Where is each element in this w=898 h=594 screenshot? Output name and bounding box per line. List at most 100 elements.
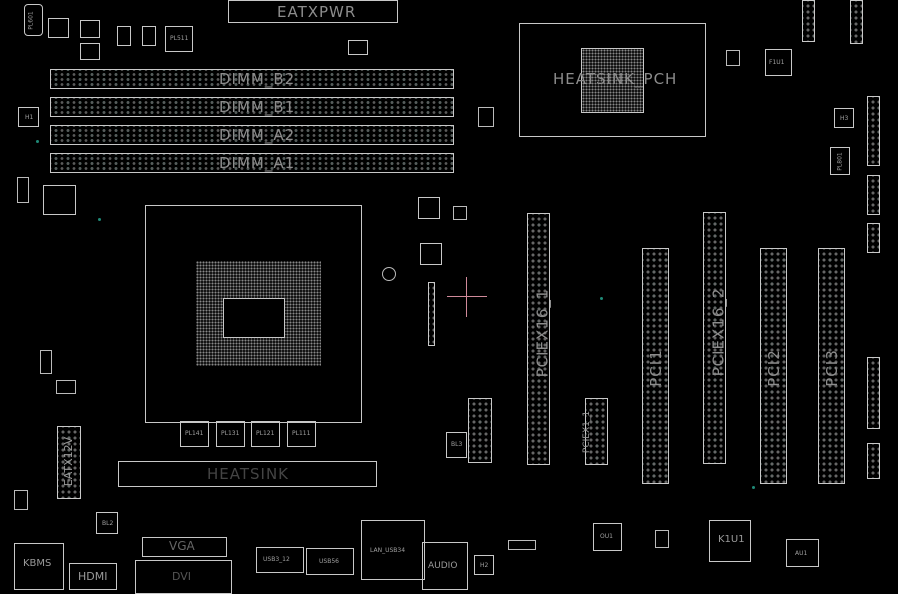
- smd-part[interactable]: [17, 177, 29, 203]
- au1-label: AU1: [795, 550, 808, 557]
- pch-heatsink-label: HEATSINK_PCH: [553, 70, 678, 88]
- pl131-label: PL131: [221, 430, 240, 437]
- header[interactable]: [867, 357, 880, 429]
- hdmi-port[interactable]: HDMI: [69, 563, 117, 590]
- slot-pciex16-1[interactable]: PCIEX16_1: [527, 213, 551, 465]
- dvi-port[interactable]: DVI: [135, 560, 232, 594]
- chip-f1u1[interactable]: F1U1: [765, 49, 792, 76]
- capacitor[interactable]: [48, 18, 69, 38]
- inductor-pl601[interactable]: PL601: [24, 4, 43, 36]
- pl121-label: PL121: [256, 430, 275, 437]
- smd-part[interactable]: [14, 490, 28, 510]
- chip[interactable]: [420, 243, 442, 265]
- chip-h1[interactable]: H1: [18, 107, 39, 127]
- vga-label: VGA: [169, 539, 195, 553]
- dimm-slot-b1[interactable]: DIMM_B1: [50, 97, 454, 117]
- slot-pciex1-1[interactable]: PCIEX1_1: [582, 398, 608, 465]
- eatx12v-label: EATX12V: [62, 436, 76, 487]
- slot-label: PCIEX1_1: [582, 410, 593, 454]
- inductor-pl111[interactable]: PL111: [287, 421, 316, 447]
- inductor-pl131[interactable]: PL131: [216, 421, 245, 447]
- audio-label: AUDIO: [428, 561, 458, 571]
- pch-heatsink[interactable]: HEATSINK_PCH: [519, 23, 706, 137]
- slot-label: PCIEX16_2: [709, 287, 728, 377]
- usb3-label: USB3_12: [263, 556, 290, 563]
- pl601-label: PL601: [27, 11, 35, 30]
- inductor-pl141[interactable]: PL141: [180, 421, 209, 447]
- cpu-socket[interactable]: [145, 205, 362, 423]
- bl2-label: BL2: [102, 520, 114, 527]
- capacitor[interactable]: [117, 26, 131, 46]
- chip-ou1[interactable]: OU1: [593, 523, 622, 551]
- dimm-label: DIMM_B1: [219, 98, 296, 116]
- dimm-slot-a2[interactable]: DIMM_A2: [50, 125, 454, 145]
- chip-h3[interactable]: H3: [834, 108, 854, 128]
- header[interactable]: [850, 0, 863, 44]
- capacitor[interactable]: [80, 43, 100, 60]
- capacitor[interactable]: [142, 26, 156, 46]
- via: [752, 486, 755, 489]
- smd-part[interactable]: [655, 530, 669, 548]
- chip-bl3[interactable]: BL3: [446, 432, 467, 458]
- h3-label: H3: [840, 115, 849, 122]
- k1u1-label: K1U1: [718, 534, 745, 545]
- dimm-slot-a1[interactable]: DIMM_A1: [50, 153, 454, 173]
- lan-usb-label: LAN_USB34: [370, 547, 406, 554]
- usb-port[interactable]: USB56: [306, 548, 354, 575]
- cpu-center-cutout: [223, 298, 285, 338]
- header[interactable]: [867, 175, 880, 215]
- ou1-label: OU1: [600, 533, 613, 540]
- smd-part[interactable]: [726, 50, 740, 66]
- eatxpwr-label: EATXPWR: [277, 3, 357, 21]
- smd-part[interactable]: [40, 350, 52, 374]
- inductor-pl511[interactable]: PL511: [165, 26, 193, 52]
- chip-au1[interactable]: AU1: [786, 539, 819, 567]
- chip-k1u1[interactable]: K1U1: [709, 520, 751, 562]
- lan-usb-port[interactable]: LAN_USB34: [361, 520, 425, 580]
- slot-label: PCI2: [764, 349, 783, 387]
- vga-port[interactable]: VGA: [142, 537, 227, 557]
- audio-jack[interactable]: AUDIO: [422, 542, 468, 590]
- dimm-label: DIMM_B2: [219, 70, 296, 88]
- chip[interactable]: [43, 185, 76, 215]
- smd-part[interactable]: [56, 380, 76, 394]
- slot-pci1[interactable]: PCI1: [642, 248, 669, 484]
- eatx12v-connector[interactable]: EATX12V: [57, 426, 81, 499]
- pl801-label: PL801: [836, 152, 844, 171]
- chip-bl2[interactable]: BL2: [96, 512, 118, 534]
- mounting-hole: [382, 267, 396, 281]
- dimm-label: DIMM_A1: [219, 154, 296, 172]
- kbms-label: KBMS: [23, 558, 52, 569]
- slot-pciex16-2[interactable]: PCIEX16_2: [703, 212, 728, 464]
- inductor-pl121[interactable]: PL121: [251, 421, 280, 447]
- pl111-label: PL111: [292, 430, 311, 437]
- chip-h2[interactable]: H2: [474, 555, 494, 575]
- eatxpwr-connector[interactable]: EATXPWR: [228, 0, 398, 23]
- pl511-label: PL511: [170, 35, 189, 42]
- chip[interactable]: [418, 197, 440, 219]
- capacitor[interactable]: [348, 40, 368, 55]
- smd-part[interactable]: [508, 540, 536, 550]
- bl3-label: BL3: [451, 441, 463, 448]
- inductor-pl801[interactable]: PL801: [830, 147, 850, 175]
- slot-pci3[interactable]: PCI3: [818, 248, 845, 484]
- dimm-slot-b2[interactable]: DIMM_B2: [50, 69, 454, 89]
- h1-label: H1: [25, 114, 34, 121]
- smd-part[interactable]: [478, 107, 494, 127]
- usb3-port[interactable]: USB3_12: [256, 547, 304, 573]
- smd-part[interactable]: [453, 206, 467, 220]
- header[interactable]: [867, 223, 880, 253]
- header[interactable]: [867, 96, 880, 166]
- vrm-heatsink-label: HEATSINK: [207, 465, 290, 483]
- header[interactable]: [468, 398, 492, 463]
- header[interactable]: [802, 0, 815, 42]
- capacitor[interactable]: [80, 20, 100, 38]
- pch-chip[interactable]: [581, 48, 644, 113]
- pl141-label: PL141: [185, 430, 204, 437]
- header[interactable]: [867, 443, 880, 479]
- slot-pci2[interactable]: PCI2: [760, 248, 787, 484]
- header[interactable]: [428, 282, 435, 346]
- slot-label: PCI1: [646, 349, 665, 387]
- vrm-heatsink[interactable]: HEATSINK: [118, 461, 377, 487]
- kbms-port[interactable]: KBMS: [14, 543, 64, 590]
